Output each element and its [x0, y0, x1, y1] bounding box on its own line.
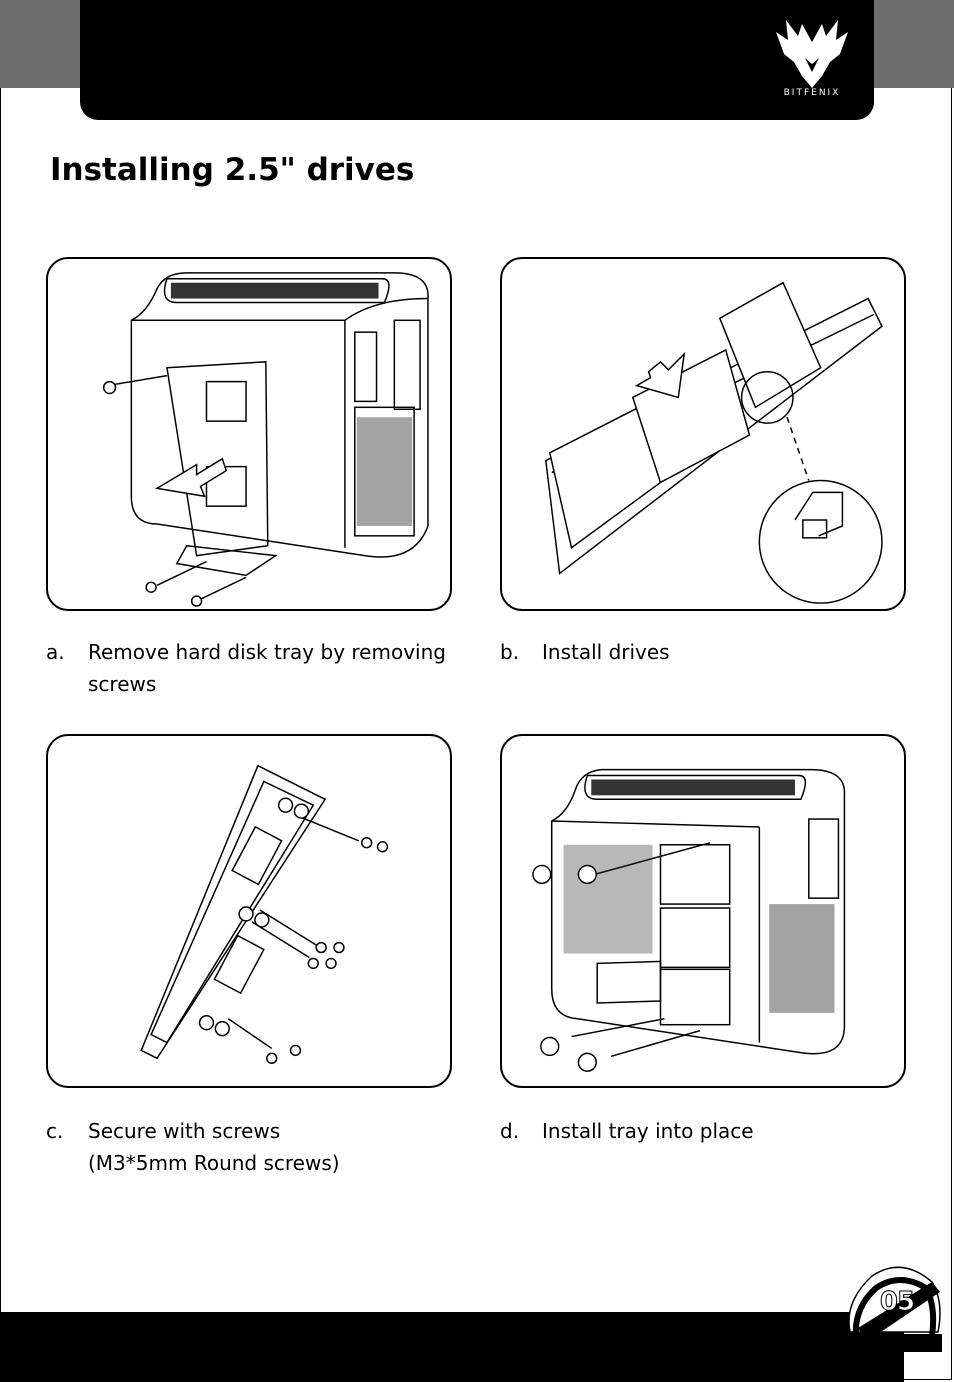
step-d-illustration: [500, 734, 906, 1088]
step-d-letter: d.: [500, 1119, 520, 1143]
bitfenix-phoenix-icon: [776, 20, 848, 88]
footer-bar: [0, 1312, 904, 1382]
step-c-letter: c.: [46, 1119, 64, 1143]
page-number: 05: [879, 1287, 915, 1318]
drives-on-tray-illustration: [544, 281, 883, 604]
case-install-tray-illustration: [532, 768, 846, 1072]
page-number-badge: [846, 1266, 942, 1352]
page-title: Installing 2.5" drives: [50, 152, 415, 188]
header-corner-right: [874, 0, 954, 88]
step-b-letter: b.: [500, 640, 520, 664]
tray-screws-illustration: [140, 764, 389, 1065]
step-c-text: Secure with screws (M3*5mm Round screws): [88, 1119, 340, 1175]
step-a-letter: a.: [46, 640, 65, 664]
step-c-illustration: [46, 734, 452, 1088]
step-a-illustration: [46, 257, 452, 611]
header-bar: BITFENIX: [80, 0, 874, 120]
step-b-illustration: [500, 257, 906, 611]
brand-name: BITFENIX: [783, 88, 841, 98]
step-d-text: Install tray into place: [542, 1119, 754, 1143]
header-corner-left: [0, 0, 80, 88]
step-a-text: Remove hard disk tray by removing screws: [88, 640, 446, 696]
step-b-text: Install drives: [542, 640, 670, 664]
case-remove-tray-illustration: [102, 272, 429, 607]
